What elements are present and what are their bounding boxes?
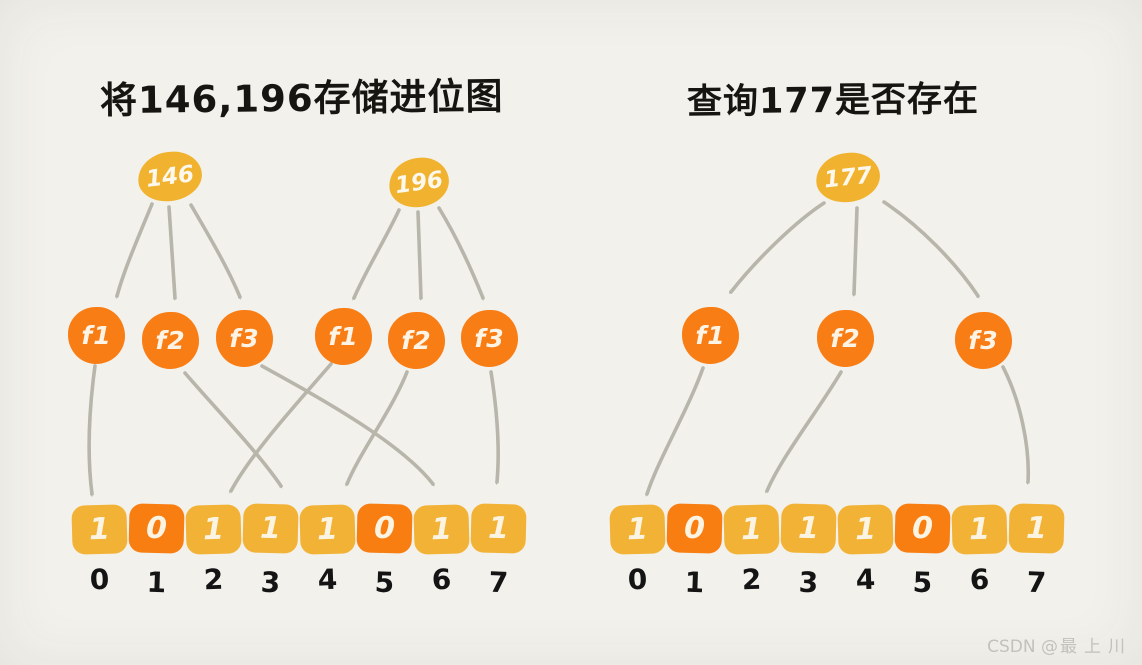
left-bit-cell-5: 0 xyxy=(356,503,413,554)
arrow-196-to-f1 xyxy=(354,208,401,298)
left-index-1: 1 xyxy=(146,565,167,599)
arrow-196-to-f3 xyxy=(437,206,483,298)
right-index-0: 0 xyxy=(627,562,648,596)
arrow-146-to-f2 xyxy=(169,205,177,298)
arrow-146-to-f3 xyxy=(189,203,240,297)
hash-circle-177-f1: f1 xyxy=(682,307,739,364)
right-bit-cell-2: 1 xyxy=(723,504,780,555)
hash-circle-177-f2: f2 xyxy=(817,310,874,367)
right-index-1: 1 xyxy=(684,565,705,599)
arrow-146-f1-to-bit0 xyxy=(89,364,97,494)
right-bit-cell-4: 1 xyxy=(837,504,894,555)
arrow-177-f2-to-bit2 xyxy=(767,370,843,491)
arrow-196-f1-to-bit2 xyxy=(231,362,333,491)
hash-circle-196-f3: f3 xyxy=(461,310,518,367)
right-index-4: 4 xyxy=(855,562,876,596)
left-index-2: 2 xyxy=(203,562,224,596)
right-bit-cell-1: 0 xyxy=(666,503,723,554)
left-bit-indices: 0 1 2 3 4 5 6 7 xyxy=(72,561,526,599)
hash-circle-146-f1: f1 xyxy=(68,307,125,364)
arrow-146-to-f1 xyxy=(117,202,154,296)
right-bit-cell-7: 1 xyxy=(1008,503,1065,554)
left-bit-cell-1: 0 xyxy=(128,503,185,554)
right-bit-array: 1 0 1 1 1 0 1 1 xyxy=(609,503,1065,555)
arrow-196-f3-to-bit7 xyxy=(491,370,500,482)
left-bit-array: 1 0 1 1 1 0 1 1 xyxy=(71,503,527,555)
right-index-7: 7 xyxy=(1026,565,1047,599)
left-bit-cell-2: 1 xyxy=(185,504,242,555)
hash-circle-146-f2: f2 xyxy=(142,312,199,369)
left-bit-cell-6: 1 xyxy=(413,504,470,555)
left-index-3: 3 xyxy=(260,565,281,599)
right-bit-cell-0: 1 xyxy=(609,504,666,555)
right-bit-cell-5: 0 xyxy=(894,503,951,554)
arrow-177-f3-to-bit7 xyxy=(1001,365,1031,482)
right-index-6: 6 xyxy=(969,562,990,596)
right-bit-indices: 0 1 2 3 4 5 6 7 xyxy=(610,561,1064,599)
hash-circle-146-f3: f3 xyxy=(216,310,273,367)
arrow-177-to-f1 xyxy=(731,201,826,292)
hash-circle-177-f3: f3 xyxy=(955,312,1012,369)
left-index-6: 6 xyxy=(431,562,452,596)
left-index-4: 4 xyxy=(317,562,338,596)
left-bit-cell-0: 1 xyxy=(71,504,128,555)
right-bit-cell-3: 1 xyxy=(780,503,837,554)
left-bit-cell-7: 1 xyxy=(470,503,527,554)
arrow-146-f3-to-bit6 xyxy=(260,364,433,484)
arrow-146-f2-to-bit3 xyxy=(183,371,281,486)
watermark-prefix: CSDN @ xyxy=(987,637,1058,657)
left-index-0: 0 xyxy=(89,562,110,596)
csdn-watermark: CSDN @最上川 xyxy=(987,632,1132,657)
right-bit-cell-6: 1 xyxy=(951,504,1008,555)
arrow-196-to-f2 xyxy=(418,210,423,298)
right-index-2: 2 xyxy=(741,562,762,596)
left-index-5: 5 xyxy=(374,565,395,599)
arrow-177-to-f2 xyxy=(854,206,859,294)
hash-circle-196-f2: f2 xyxy=(388,312,445,369)
hash-circle-196-f1: f1 xyxy=(315,308,372,365)
watermark-author: 最上川 xyxy=(1060,637,1132,657)
left-bit-cell-4: 1 xyxy=(299,504,356,555)
right-index-5: 5 xyxy=(912,565,933,599)
right-index-3: 3 xyxy=(798,565,819,599)
arrow-177-to-f3 xyxy=(882,200,978,296)
arrow-177-f1-to-bit0 xyxy=(647,366,705,494)
left-panel-title: 将146,196存储进位图 xyxy=(99,74,504,123)
arrow-196-f2-to-bit4 xyxy=(347,370,409,484)
left-bit-cell-3: 1 xyxy=(242,503,299,554)
left-index-7: 7 xyxy=(488,565,509,599)
right-panel-title: 查询177是否存在 xyxy=(686,79,980,123)
